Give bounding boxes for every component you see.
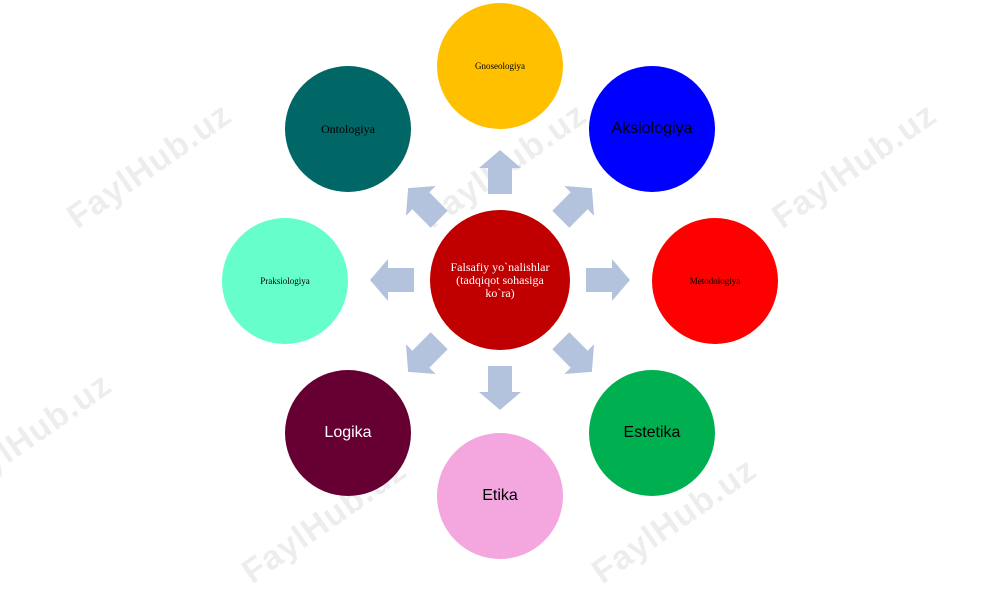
arrows-layer (370, 150, 630, 410)
node-label: Logika (324, 424, 372, 441)
arrow-logika (406, 332, 448, 374)
arrow-praksiologiya (370, 259, 414, 301)
node-label: Metodologiya (689, 276, 741, 286)
node-label: Praksiologiya (260, 276, 310, 286)
node-logika: Logika (285, 370, 411, 496)
node-metodologiya: Metodologiya (652, 218, 778, 344)
center-label: Falsafiy yo`nalishlar (tadqiqot sohasiga… (450, 259, 550, 300)
arrow-ontologiya (406, 186, 448, 228)
node-label: Estetika (623, 424, 681, 441)
node-label: Gnoseologiya (475, 61, 525, 71)
arrow-metodologiya (586, 259, 630, 301)
node-ontologiya: Ontologiya (285, 66, 411, 192)
diagram-canvas: FaylHub.uz FaylHub.uz FaylHub.uz FaylHub… (0, 3, 944, 591)
node-label: Etika (482, 487, 518, 504)
arrow-gnoseologiya (479, 150, 521, 194)
node-aksiologiya: Aksiologiya (589, 66, 715, 192)
arrow-estetika (552, 332, 594, 374)
node-praksiologiya: Praksiologiya (222, 218, 348, 344)
node-label: Aksiologiya (611, 120, 693, 137)
node-gnoseologiya: Gnoseologiya (437, 3, 563, 129)
center-node: Falsafiy yo`nalishlar (tadqiqot sohasiga… (430, 210, 570, 350)
arrow-etika (479, 366, 521, 410)
arrow-aksiologiya (552, 186, 594, 228)
node-etika: Etika (437, 433, 563, 559)
node-label: Ontologiya (321, 121, 375, 136)
node-estetika: Estetika (589, 370, 715, 496)
